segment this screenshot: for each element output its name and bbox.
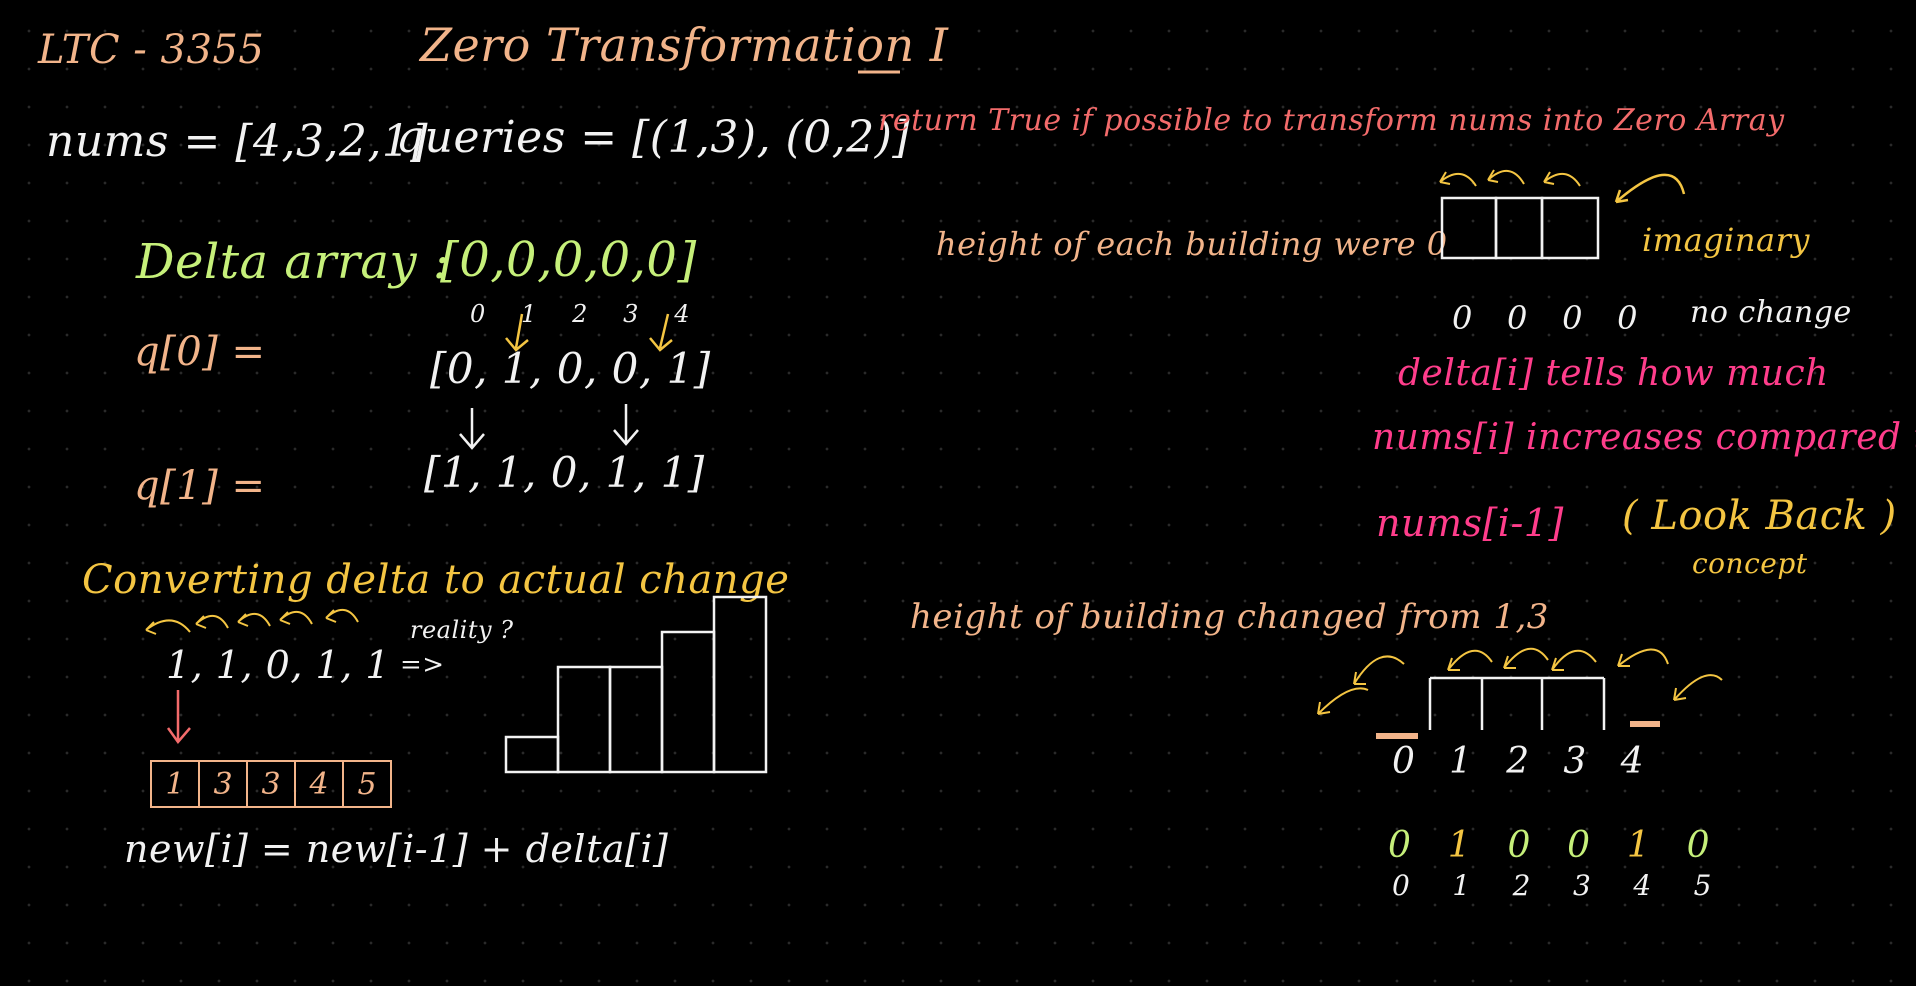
changed-height-note: height of building changed from 1,3 — [910, 597, 1549, 637]
prefix-sum-formula: new[i] = new[i-1] + delta[i] — [124, 827, 669, 871]
building-delta-value: 1 — [1626, 825, 1651, 866]
zero-value: 0 — [1507, 299, 1528, 337]
imaginary-label: imaginary — [1642, 221, 1810, 259]
building-delta-index: 3 — [1572, 869, 1592, 902]
height-bar — [556, 665, 612, 774]
result-cell: 5 — [357, 766, 377, 802]
building-delta-index: 1 — [1452, 869, 1471, 902]
building-delta-value: 0 — [1686, 825, 1710, 866]
zero-height-note: height of each building were 0 — [936, 225, 1448, 263]
delta-index: 1 — [521, 300, 537, 328]
zero-value: 0 — [1562, 299, 1583, 337]
building-delta-value: 1 — [1447, 825, 1472, 866]
no-change-label: no change — [1690, 295, 1852, 330]
result-cell: 3 — [248, 762, 296, 806]
building-delta-index-row: 0 1 2 3 4 5 — [1392, 872, 1712, 900]
concept-label: concept — [1692, 547, 1808, 580]
delta-array-label: Delta array : — [136, 234, 450, 290]
query-1-array: [1, 1, 0, 1, 1] — [424, 448, 705, 497]
delta-explanation-line-3: nums[i-1] — [1376, 501, 1564, 545]
delta-explanation-line-2: nums[i] increases compared to — [1372, 417, 1916, 458]
delta-index: 2 — [572, 300, 588, 328]
zero-value: 0 — [1452, 299, 1473, 337]
building-delta-index: 0 — [1392, 869, 1411, 902]
goal-statement: return True if possible to transform num… — [878, 103, 1785, 138]
result-cells: 1 3 3 4 5 — [150, 760, 392, 808]
building-index: 2 — [1506, 741, 1530, 782]
building-index-row: 0 1 2 3 4 — [1392, 744, 1644, 780]
building-delta-value: 0 — [1388, 825, 1412, 866]
delta-index-row: 0 1 2 3 4 — [470, 302, 690, 326]
delta-index: 0 — [470, 300, 486, 328]
delta-index: 3 — [623, 300, 639, 328]
building-delta-index: 4 — [1633, 869, 1652, 902]
reality-note: reality ? — [410, 616, 514, 644]
zero-value: 0 — [1617, 299, 1638, 337]
height-bar — [660, 630, 716, 774]
problem-id: LTC - 3355 — [38, 27, 265, 73]
height-bar — [504, 735, 560, 774]
building-index: 3 — [1563, 741, 1587, 782]
building-delta-index: 5 — [1693, 869, 1712, 902]
delta-sequence: 1, 1, 0, 1, 1 — [166, 643, 391, 687]
building-index: 4 — [1620, 741, 1644, 782]
delta-index: 4 — [674, 300, 690, 328]
page-title: Zero Transformation I — [420, 18, 949, 72]
result-arrow: => — [400, 650, 445, 680]
height-bar — [712, 595, 768, 774]
building-delta-row: 0 1 0 0 1 0 — [1388, 828, 1710, 864]
nums-array: nums = [4,3,2,1] — [46, 116, 429, 167]
look-back-label: ( Look Back ) — [1622, 493, 1897, 539]
delta-explanation-line-1: delta[i] tells how much — [1398, 353, 1829, 394]
result-cell: 4 — [296, 762, 344, 806]
building-delta-value: 0 — [1567, 825, 1591, 866]
query-0-array: [0, 1, 0, 0, 1] — [430, 344, 711, 393]
query-1-label: q[1] = — [134, 463, 266, 509]
delta-array-initial: [0,0,0,0,0] — [440, 232, 697, 288]
query-0-label: q[0] = — [134, 329, 266, 375]
queries-array: queries = [(1,3), (0,2)] — [396, 112, 911, 163]
result-cell: 1 — [152, 762, 200, 806]
building-delta-value: 0 — [1507, 825, 1531, 866]
building-index: 0 — [1392, 741, 1416, 782]
zero-row: 0 0 0 0 — [1452, 302, 1638, 334]
height-bar — [608, 665, 664, 774]
result-cell: 3 — [200, 762, 248, 806]
building-delta-index: 2 — [1512, 869, 1531, 902]
converting-heading: Converting delta to actual change — [82, 557, 790, 603]
building-index: 1 — [1449, 741, 1473, 782]
